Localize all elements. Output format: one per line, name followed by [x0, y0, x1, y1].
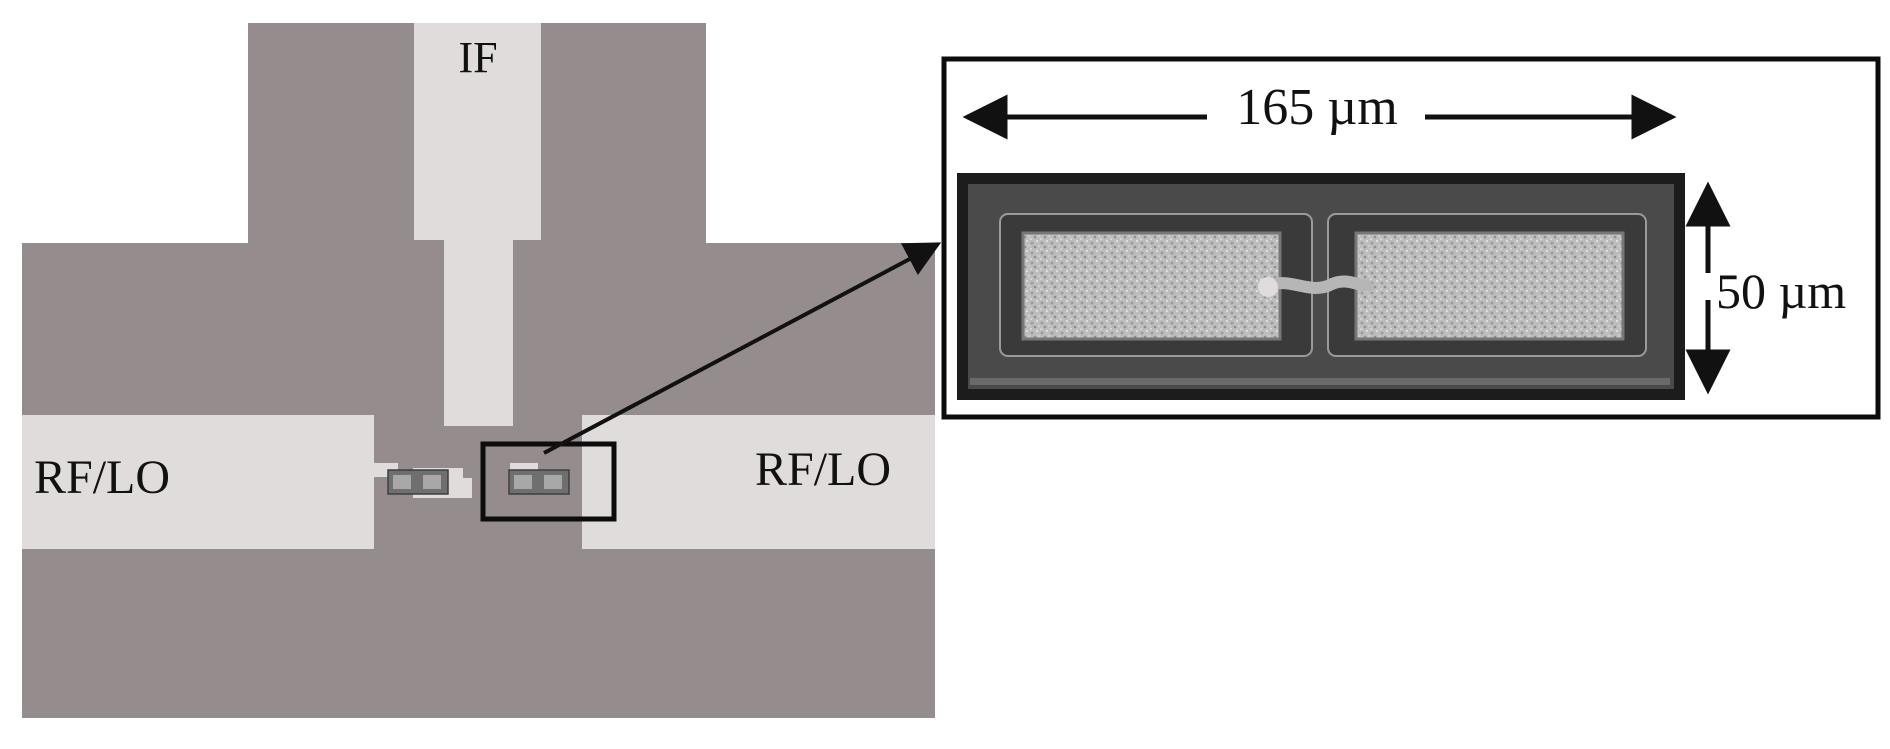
rf-lo-right-line [582, 415, 935, 549]
diode-right [508, 463, 570, 495]
diode-left [372, 463, 449, 495]
rf-lo-left-label: RF/LO [34, 451, 170, 504]
zoom-inset: 165 µm 50 µm [941, 56, 1881, 420]
zoom-arrow [543, 242, 942, 455]
width-dimension-label: 165 µm [1236, 79, 1397, 136]
if-label: IF [458, 33, 497, 82]
rf-lo-right-label: RF/LO [755, 443, 891, 496]
highlight-box [480, 441, 617, 522]
diode-micrograph [957, 173, 1685, 400]
air-bridge [1265, 275, 1376, 294]
height-dimension-label: 50 µm [1716, 263, 1846, 319]
anode-pad [1021, 231, 1282, 341]
circuit-layout: IF RF/LO RF/LO [22, 23, 935, 718]
cathode-pad [1354, 231, 1625, 341]
rf-lo-left-line [22, 415, 374, 549]
